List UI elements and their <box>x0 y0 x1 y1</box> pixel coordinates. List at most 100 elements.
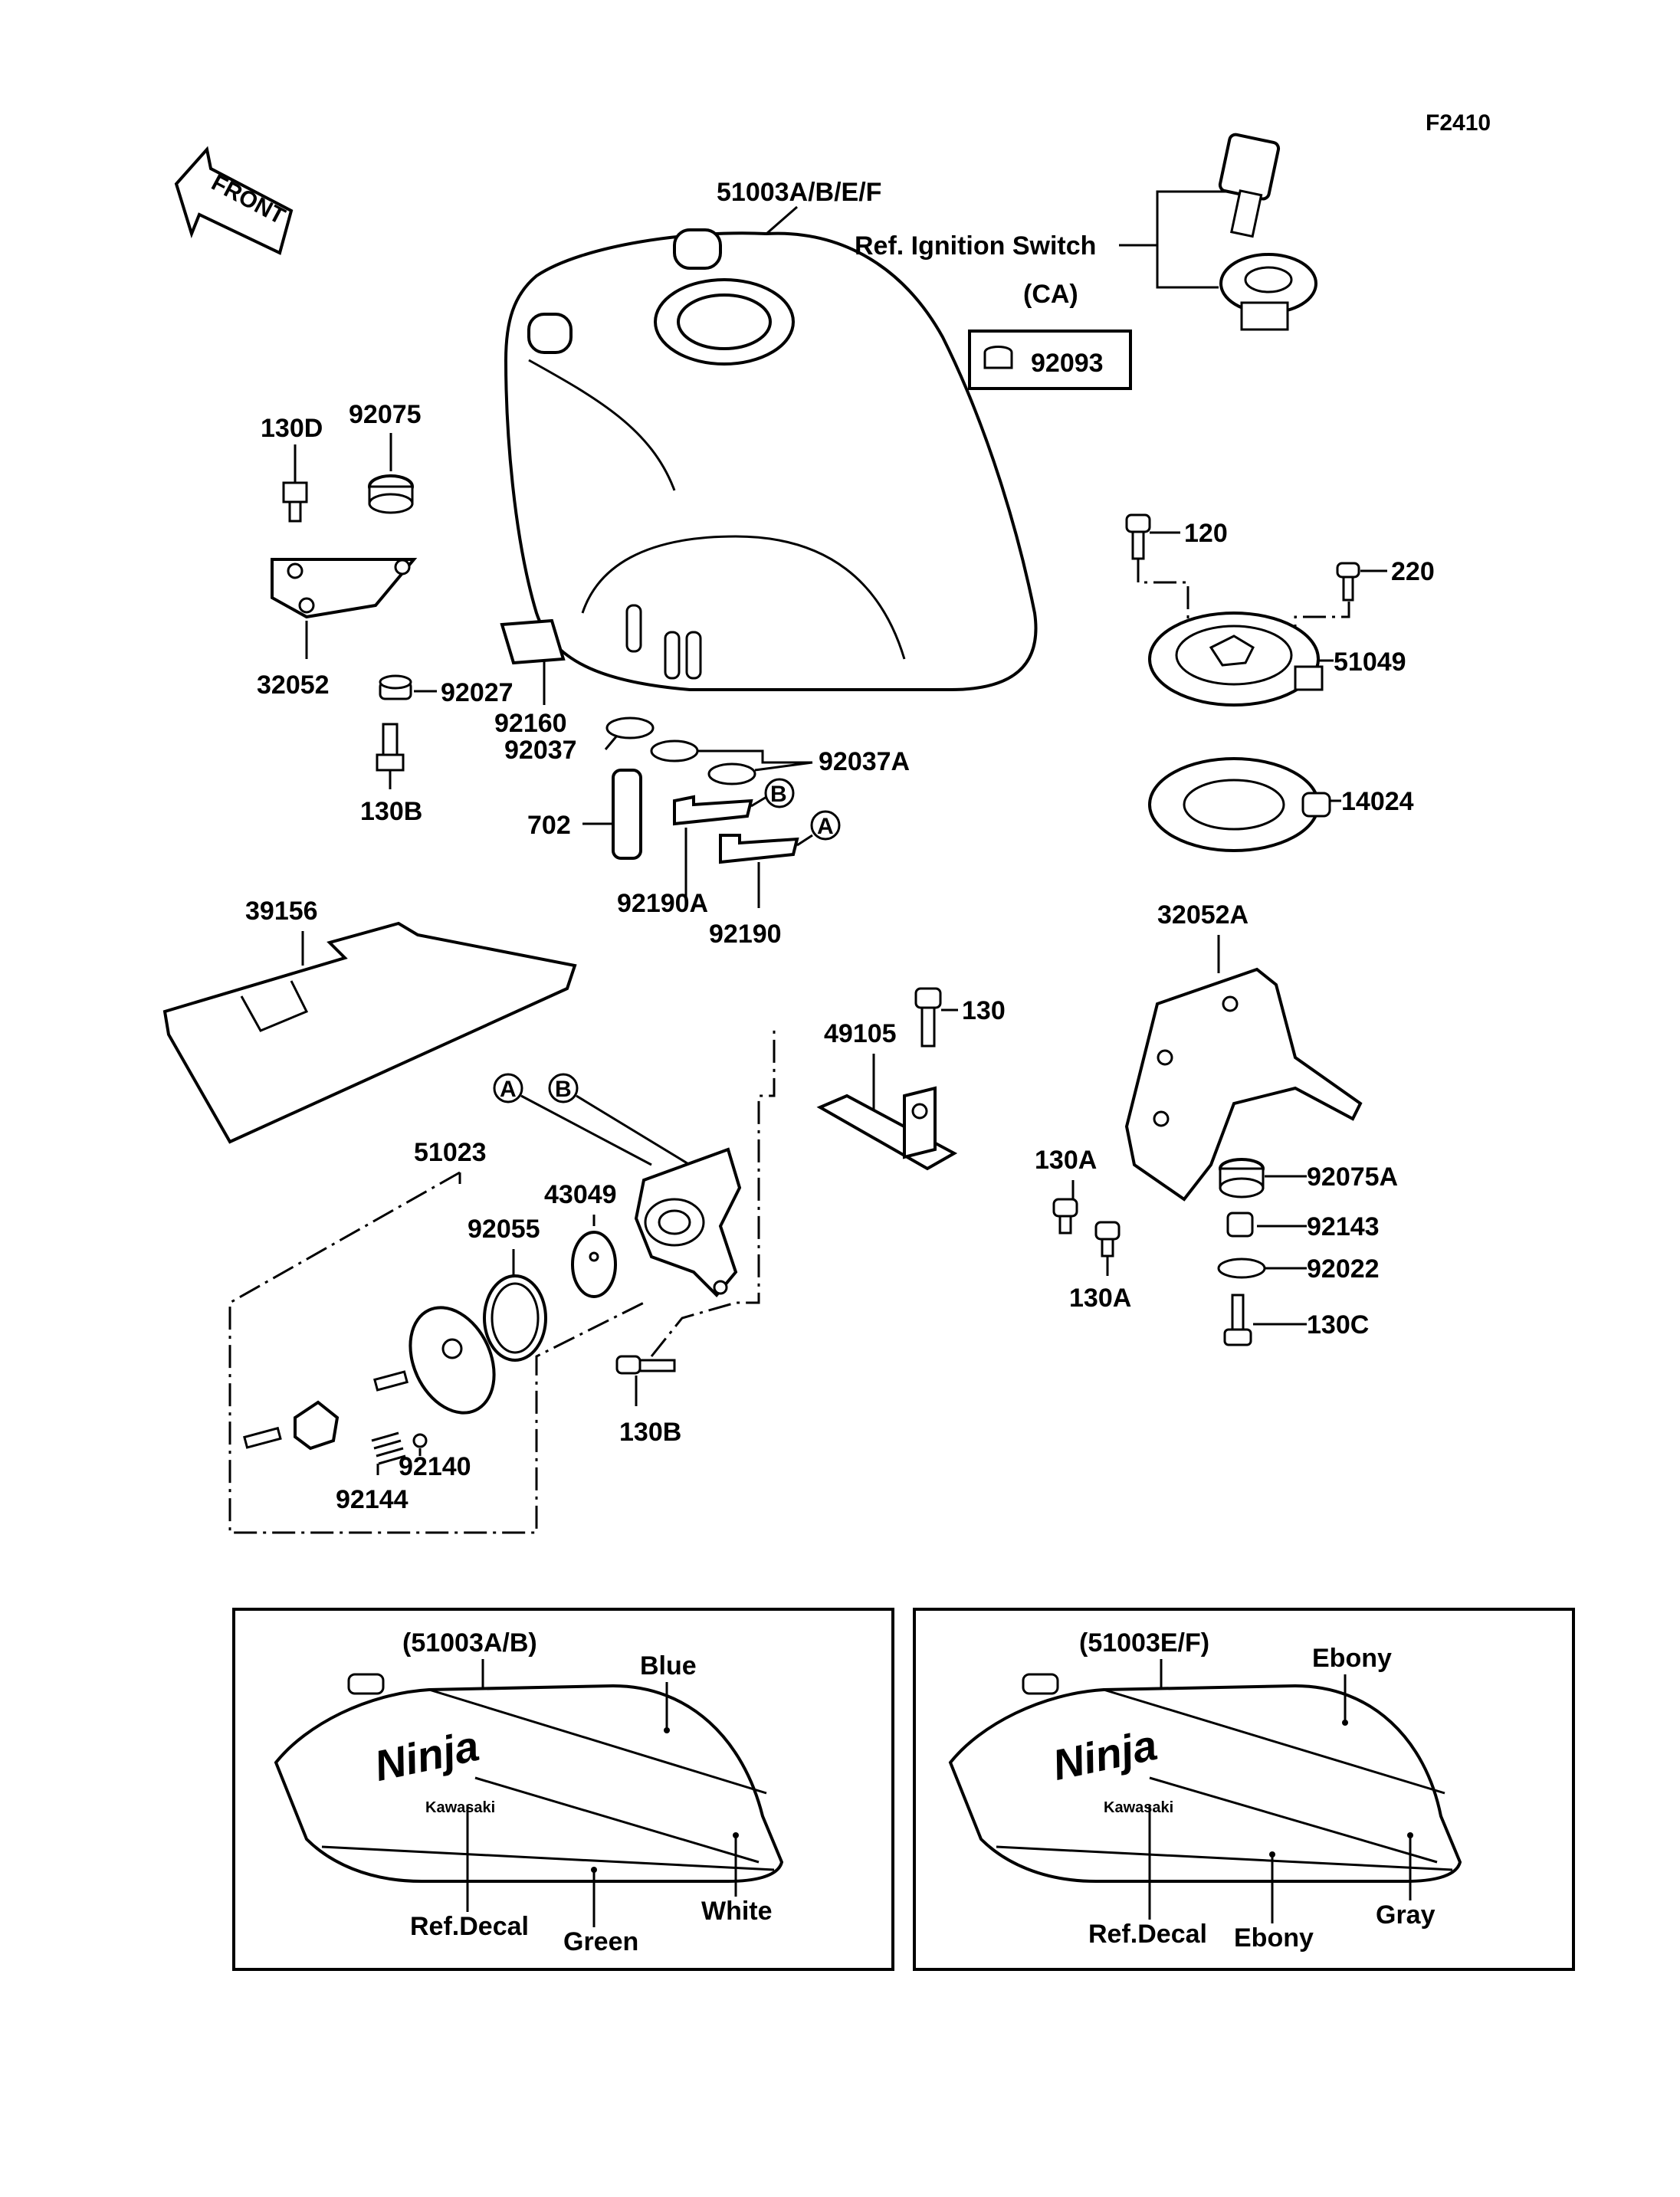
front-arrow-icon: FRONT <box>174 146 294 255</box>
svg-text:B: B <box>555 1077 572 1102</box>
label-130B-top: 130B <box>360 797 422 826</box>
bolt-130A-2-icon <box>1094 1221 1121 1258</box>
label-ca: (CA) <box>1023 280 1078 309</box>
grommet-92075-icon <box>368 474 414 514</box>
fuel-tap-51023-icon <box>634 1147 742 1297</box>
label-92190: 92190 <box>709 920 782 949</box>
bolt-130D-icon <box>282 481 308 523</box>
circle-b-2: B <box>548 1073 579 1103</box>
screw-plate-icon <box>373 1370 409 1392</box>
label-92037: 92037 <box>504 736 577 765</box>
label-51049: 51049 <box>1334 648 1406 677</box>
circle-a-2: A <box>493 1073 523 1103</box>
label-130A-2: 130A <box>1069 1284 1131 1313</box>
label-92075: 92075 <box>349 400 422 429</box>
bracket-32052A-icon <box>1124 967 1363 1202</box>
figure-code: F2410 <box>1426 110 1491 136</box>
cap-51049-icon <box>1148 612 1324 707</box>
label-39156: 39156 <box>245 897 318 926</box>
label-120: 120 <box>1184 519 1228 548</box>
svg-text:A: A <box>817 814 834 839</box>
bracket-49105-icon <box>816 1086 958 1171</box>
label-220: 220 <box>1391 557 1435 586</box>
tank-side-right-icon: Ninja Kawasaki <box>948 1673 1462 1883</box>
diaphragm-43049-icon <box>571 1231 617 1298</box>
label-130: 130 <box>962 996 1006 1025</box>
circle-a-1: A <box>810 810 841 841</box>
knob-icon <box>294 1400 340 1451</box>
collar-92143-icon <box>1226 1212 1254 1238</box>
bolt-120-icon <box>1125 513 1151 560</box>
label-92075A: 92075A <box>1307 1162 1398 1192</box>
bracket-32052-icon <box>271 558 418 619</box>
label-92093: 92093 <box>1031 349 1104 378</box>
label-51003ABEF: 51003A/B/E/F <box>717 178 881 207</box>
variant-right-color-2: Gray <box>1376 1900 1436 1930</box>
variant-left-color-3: Green <box>563 1927 638 1956</box>
fuel-tank <box>504 228 1038 691</box>
label-92022: 92022 <box>1307 1254 1380 1284</box>
tank-side-left-icon: Ninja Kawasaki <box>274 1673 784 1883</box>
svg-text:A: A <box>500 1077 517 1102</box>
ignition-cylinder-icon <box>1219 253 1317 331</box>
bolt-130C-icon <box>1223 1294 1252 1346</box>
ignition-key-icon <box>1218 133 1281 238</box>
hose-702-icon <box>612 769 642 860</box>
label-92190A: 92190A <box>617 889 708 918</box>
label-130A-1: 130A <box>1035 1146 1097 1175</box>
label-92144: 92144 <box>336 1485 409 1514</box>
label-32052: 32052 <box>257 671 330 700</box>
hose-92190A-icon <box>673 795 753 826</box>
circle-b-1: B <box>764 778 795 808</box>
variant-left-color-1: Blue <box>640 1651 697 1681</box>
label-51023: 51023 <box>414 1138 487 1167</box>
hose-92190-icon <box>719 834 799 864</box>
variant-box-left <box>232 1608 894 1971</box>
label-92037A: 92037A <box>819 747 910 776</box>
label-92140: 92140 <box>399 1452 471 1481</box>
plate-icon <box>409 1306 496 1415</box>
label-32052A: 32052A <box>1157 900 1249 930</box>
bolt-130A-1-icon <box>1052 1198 1078 1235</box>
screw-knob-icon <box>243 1426 282 1449</box>
label-43049: 43049 <box>544 1180 617 1209</box>
cap-92093-icon <box>983 346 1013 369</box>
collar-92027-icon <box>379 674 412 700</box>
variant-right-decal: Ref.Decal <box>1088 1920 1207 1949</box>
gasket-14024-icon <box>1148 757 1331 852</box>
label-ignition-switch-ref: Ref. Ignition Switch <box>855 231 1096 261</box>
grommet-92075A-icon <box>1219 1158 1265 1199</box>
cushion-92160-icon <box>500 618 566 665</box>
variant-left-title: (51003A/B) <box>402 1628 537 1658</box>
ball-92140-icon <box>412 1433 428 1448</box>
label-92143: 92143 <box>1307 1212 1380 1241</box>
spring-92144-icon <box>371 1431 406 1465</box>
label-92055: 92055 <box>468 1215 540 1244</box>
variant-left-color-2: White <box>701 1897 773 1926</box>
logo-kawasaki-right: Kawasaki <box>1104 1799 1173 1816</box>
svg-text:B: B <box>770 782 787 807</box>
variant-left-decal: Ref.Decal <box>410 1912 529 1941</box>
label-702: 702 <box>527 811 571 840</box>
oring-92055-icon <box>483 1274 547 1362</box>
label-130C: 130C <box>1307 1310 1369 1340</box>
label-130D: 130D <box>261 414 323 443</box>
bolt-130B-top-icon <box>376 723 405 772</box>
variant-right-color-1: Ebony <box>1312 1644 1392 1673</box>
label-130B-bottom: 130B <box>619 1418 681 1447</box>
label-92027: 92027 <box>441 678 514 707</box>
variant-box-right <box>913 1608 1575 1971</box>
bolt-130B-bottom-icon <box>615 1355 676 1375</box>
logo-kawasaki-left: Kawasaki <box>425 1799 495 1816</box>
label-92160: 92160 <box>494 709 567 738</box>
label-14024: 14024 <box>1341 787 1414 816</box>
variant-right-title: (51003E/F) <box>1079 1628 1209 1658</box>
screw-220-icon <box>1336 562 1360 602</box>
washer-92022-icon <box>1217 1258 1266 1279</box>
bolt-130-icon <box>914 987 942 1048</box>
pad-39156-icon <box>162 921 577 1144</box>
label-49105: 49105 <box>824 1019 897 1048</box>
ca-box <box>968 330 1132 390</box>
variant-right-color-3: Ebony <box>1234 1923 1314 1953</box>
